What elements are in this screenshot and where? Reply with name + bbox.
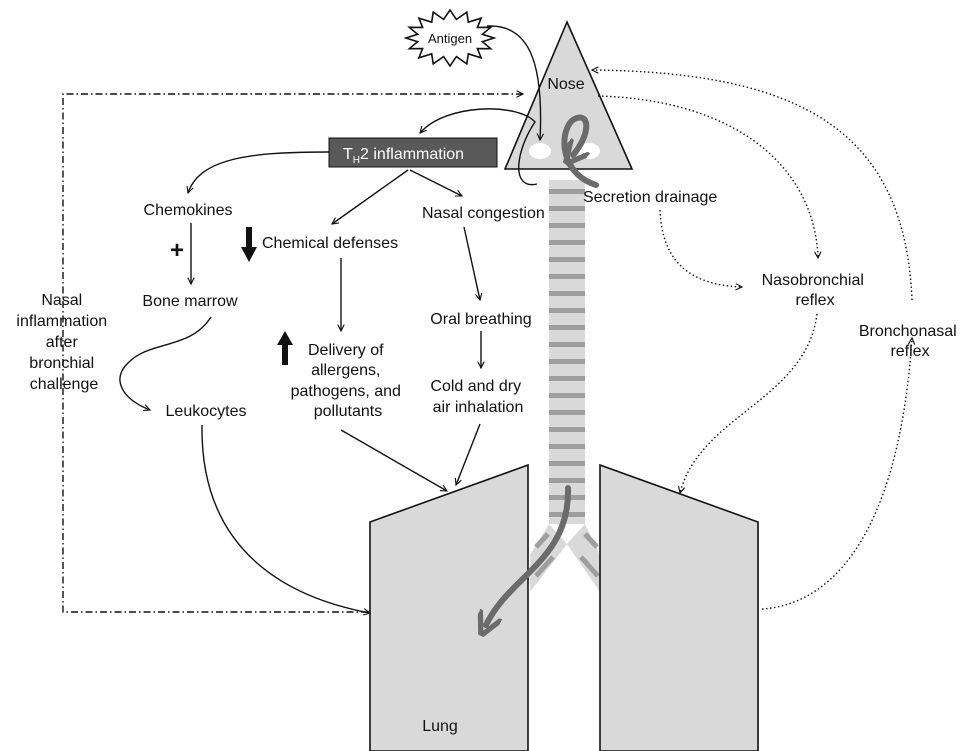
decrease-arrow-icon [241, 227, 257, 262]
th2-inflammation-box [328, 137, 498, 168]
bone-marrow-label: Bone marrow [142, 293, 238, 310]
secretion-drainage-arrow-nose [564, 114, 599, 188]
th2-inflammation-label: TH2 inflammation [343, 146, 464, 166]
arrow-bone-marrow-to-leukocytes [119, 316, 212, 410]
delivery-label: Delivery of allergens, pathogens, and po… [291, 342, 406, 420]
chemical-defenses-label: Chemical defenses [262, 235, 398, 252]
cold-dry-air-label: Cold and dry air inhalation [430, 378, 525, 416]
nasal-inflammation-label: Nasal inflammation after bronchial chall… [16, 292, 111, 393]
nasal-congestion-label: Nasal congestion [422, 205, 545, 222]
arrow-secretion-to-nasobronchial-reflex [659, 209, 742, 287]
arrow-delivery-to-lung [340, 429, 447, 491]
bronchonasal-reflex-label: Bronchonasal reflex [859, 323, 961, 360]
lung-right [599, 463, 759, 751]
arrow-bronchonasal-reflex-to-nose [592, 70, 913, 301]
nasobronchial-reflex-label: Nasobronchial reflex [762, 272, 869, 309]
nose-shape [503, 19, 634, 170]
arrow-leukocytes-to-lung [201, 424, 370, 613]
plus-sign: + [170, 237, 184, 264]
secretion-drainage-arrow-lung [486, 485, 572, 625]
oral-breathing-label: Oral breathing [430, 311, 531, 328]
arrow-nasal-congestion-to-oral-breathing [463, 226, 480, 300]
antigen-starburst [403, 8, 497, 68]
arrow-lung-to-bronchonasal-reflex [761, 338, 912, 610]
trachea [549, 180, 585, 524]
arrow-nasobronchial-reflex-to-lung [680, 313, 818, 493]
secretion-drainage-label: Secretion drainage [583, 189, 717, 206]
arrow-th2-to-nasal-congestion [409, 169, 462, 197]
lung-left [369, 463, 529, 751]
arrow-th2-to-chemical-defenses [332, 169, 409, 224]
nose-label: Nose [547, 76, 584, 93]
lung-label: Lung [422, 718, 458, 735]
leukocytes-label: Leukocytes [166, 403, 247, 420]
arrow-cold-air-to-lung [456, 423, 481, 485]
nostril-left [529, 143, 551, 159]
arrow-nose-to-th2 [420, 108, 538, 186]
arrow-th2-to-chemokines [188, 151, 330, 193]
arrow-nose-to-nasobronchial-reflex [597, 95, 818, 258]
arrow-antigen-to-nose [486, 25, 541, 140]
increase-arrow-icon [277, 331, 293, 365]
antigen-label: Antigen [428, 31, 472, 46]
chemokines-label: Chemokines [144, 202, 233, 219]
